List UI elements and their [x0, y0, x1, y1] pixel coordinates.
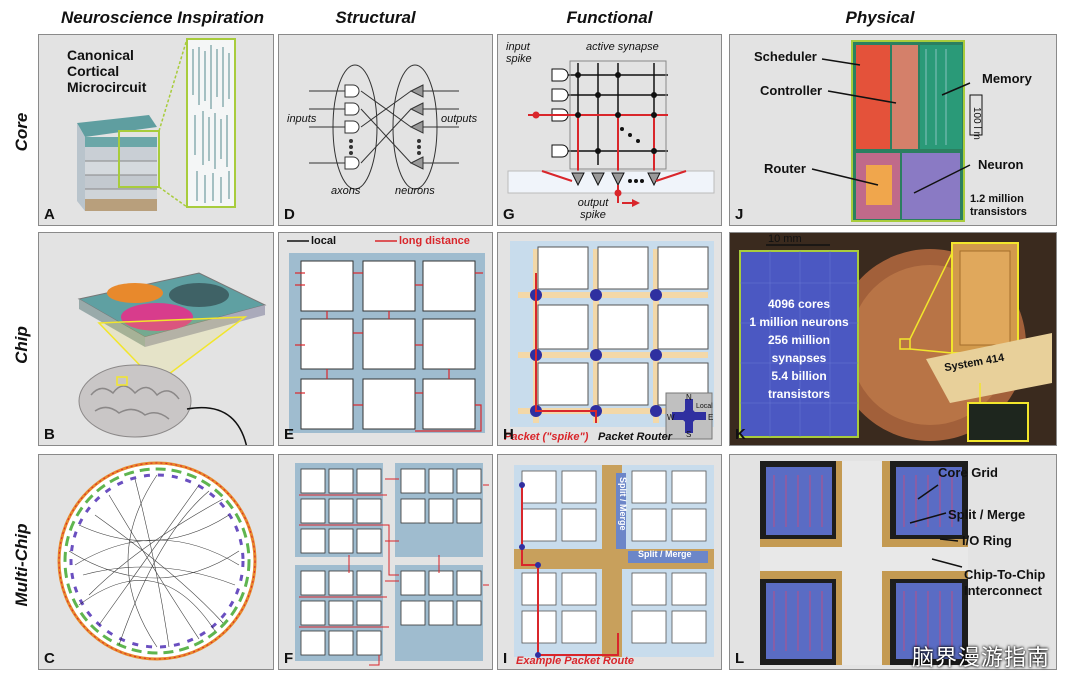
chip-functional-router-mesh [510, 241, 714, 440]
split-merge-horizontal-label: Split / Merge [638, 549, 692, 559]
split-merge-vertical-label: Split / Merge [618, 477, 628, 531]
panel-e: local long distance E [278, 232, 493, 446]
compass-north: N [686, 393, 692, 402]
compass-west: W [667, 413, 675, 422]
panel-g-label: G [503, 206, 515, 223]
panel-h: Packet ("spike") Packet Router N S E W L… [497, 232, 722, 446]
panel-c-label: C [44, 650, 55, 667]
stat-neurons: 1 million neurons [749, 315, 849, 329]
core-functional-crossbar-diagram [507, 60, 715, 207]
stat-synapses: 256 million synapses [767, 333, 831, 365]
column-header-functional: Functional [566, 8, 653, 27]
column-header-physical: Physical [845, 8, 915, 27]
io-ring-label: I/O Ring [962, 533, 1012, 548]
panel-b-label: B [44, 426, 55, 443]
chip-photograph-illustration [730, 233, 1056, 445]
split-merge-label: Split / Merge [948, 507, 1026, 522]
panel-c: C [38, 454, 274, 670]
panel-l: Core Grid Split / Merge I/O Ring Chip-To… [729, 454, 1057, 670]
connectome-circle-diagram [57, 461, 257, 661]
multichip-functional-diagram [514, 465, 714, 658]
neuron-label: Neuron [978, 157, 1024, 172]
core-structural-diagram [309, 64, 459, 190]
row-header-multichip: Multi-Chip [12, 523, 31, 607]
panel-g: input spike active synapse output spike … [497, 34, 722, 226]
panel-i: Split / Merge Split / Merge Example Pack… [497, 454, 722, 670]
compass-east: E [708, 413, 714, 422]
chip-stats: 4096 cores 1 million neurons 256 million… [740, 295, 858, 403]
long-distance-legend-label: long distance [399, 235, 470, 247]
core-layout-micrograph [811, 40, 983, 222]
stat-cores: 4096 cores [767, 297, 831, 311]
scale-100um-label: 100 l m [971, 107, 982, 140]
active-synapse-label: active synapse [586, 41, 659, 53]
transistors-label: 1.2 million transistors [970, 193, 1027, 218]
outputs-label: outputs [441, 113, 478, 125]
panel-h-label: H [503, 426, 514, 443]
panel-b: B [38, 232, 274, 446]
memory-label: Memory [982, 71, 1032, 86]
panel-f: F [278, 454, 493, 670]
cortical-microcircuit-title: Canonical Cortical Microcircuit [67, 47, 147, 95]
chip-structural-diagram [287, 240, 485, 433]
neurons-label: neurons [395, 185, 435, 197]
input-spike-label: input spike [506, 41, 532, 65]
panel-l-label: L [735, 650, 745, 667]
cortical-sheet-and-brain-illustration [77, 272, 267, 445]
row-header-chip: Chip [12, 326, 31, 364]
watermark-text: 脑界漫游指南 [911, 645, 1050, 670]
panel-j-label: J [735, 206, 744, 223]
stat-transistors: 5.4 billion transistors [767, 369, 831, 401]
core-grid-label: Core Grid [938, 465, 998, 480]
local-legend-label: local [311, 235, 337, 247]
inputs-label: inputs [287, 113, 317, 125]
packet-router-label: Packet Router [598, 431, 672, 443]
panel-a-label: A [44, 206, 55, 223]
output-spike-label: output spike [577, 197, 609, 221]
panel-k: 10 mm 4096 cores 1 million neurons 256 m… [729, 232, 1057, 446]
controller-label: Controller [760, 83, 823, 98]
compass-local: Local [696, 403, 713, 410]
panel-j: Scheduler Controller Memory Router Neuro… [729, 34, 1057, 226]
panel-a: Canonical Cortical Microcircuit A [38, 34, 274, 226]
compass-south: S [686, 430, 692, 439]
router-label: Router [764, 161, 806, 176]
column-header-neuroscience: Neuroscience Inspiration [60, 8, 265, 27]
panel-d: inputs outputs axons neurons D [278, 34, 493, 226]
multichip-structural-diagram [295, 463, 489, 666]
panel-f-label: F [284, 650, 294, 667]
panel-k-label: K [735, 426, 746, 443]
row-header-core: Core [12, 112, 31, 152]
chip-to-chip-interconnect-label: Chip-To-Chip Interconnect [964, 567, 1046, 598]
multichip-physical-layout [760, 461, 968, 665]
packet-spike-label: Packet ("spike") [504, 431, 589, 443]
panel-e-label: E [284, 426, 295, 443]
column-header-structural: Structural [335, 8, 416, 27]
panel-d-label: D [284, 206, 295, 223]
axons-label: axons [331, 185, 361, 197]
example-packet-route-label: Example Packet Route [516, 655, 634, 667]
panel-i-label: I [503, 650, 508, 667]
cortical-column-illustration [77, 38, 236, 211]
scheduler-label: Scheduler [754, 49, 817, 64]
scale-10mm-label: 10 mm [768, 233, 802, 245]
